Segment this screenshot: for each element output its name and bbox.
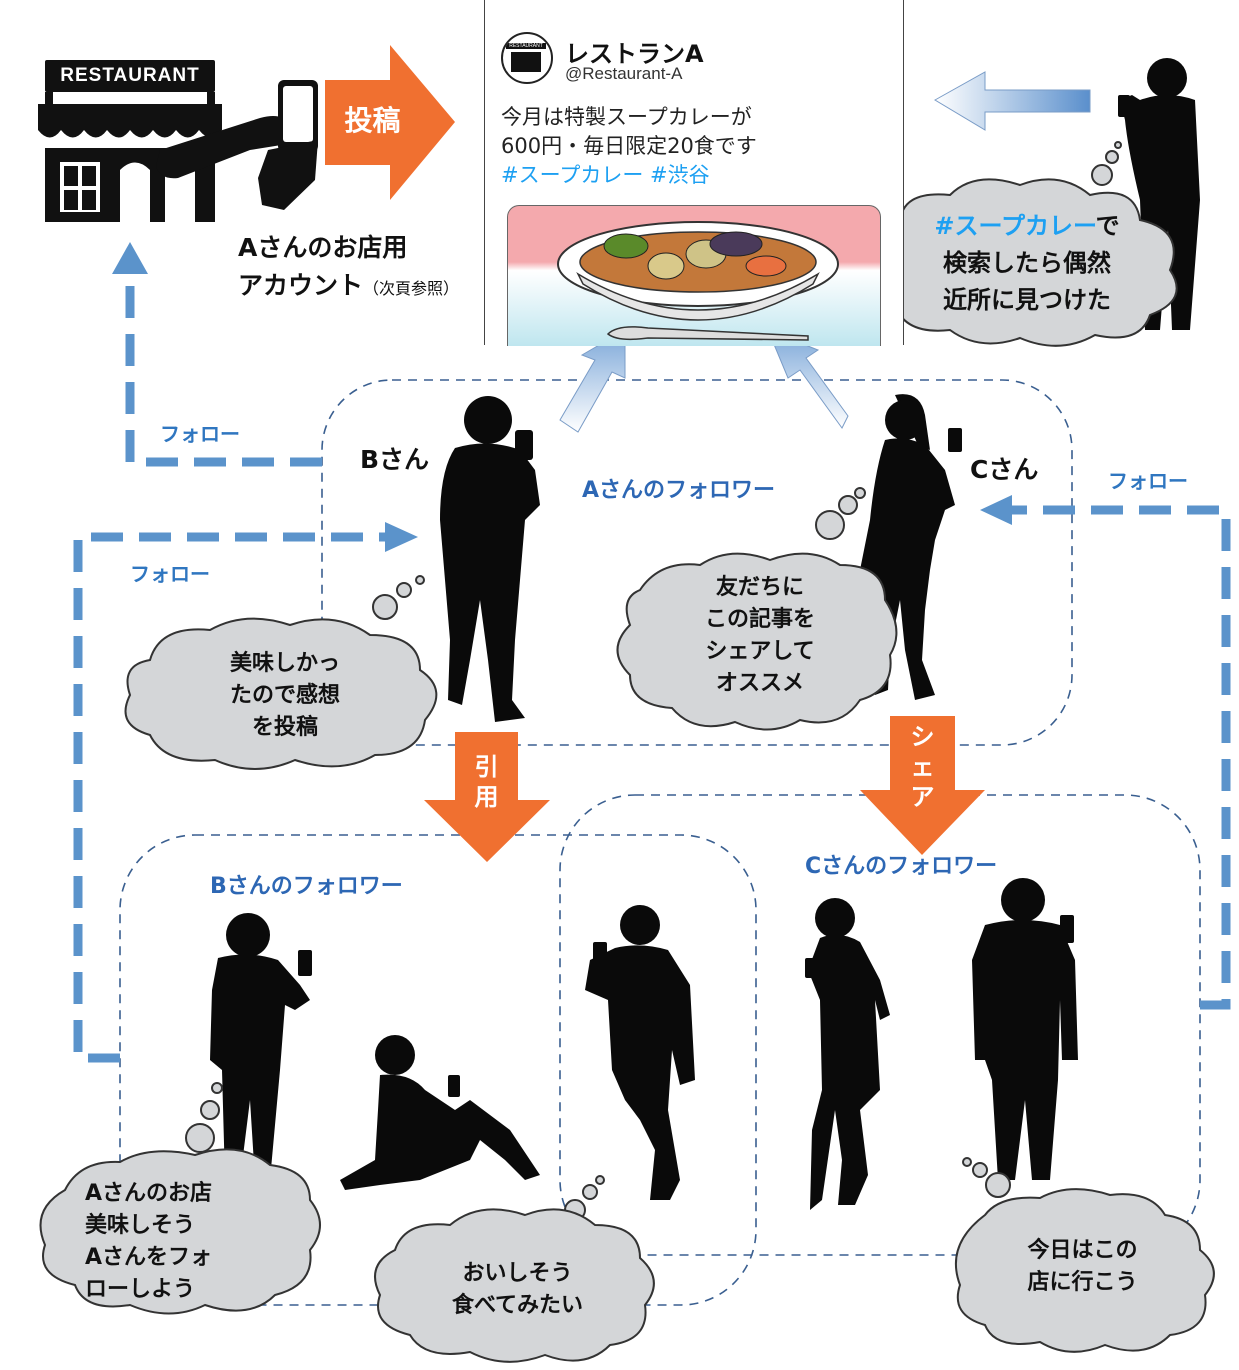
bubble-b-line: 美味しかっ [229, 651, 340, 676]
bubble-b-follower-1-text: Aさんのお店 美味しそう Aさんをフォ ローしよう [55, 1178, 300, 1306]
bubble-b-follower-2-line: おいしそう [462, 1261, 573, 1286]
share-label: シ ェ ア [890, 722, 955, 812]
bubble-b-follower-2-line: 食べてみたい [451, 1293, 584, 1318]
bubble-c-follower-1-line: 店に行こう [1027, 1270, 1138, 1295]
bubble-b-follower-1 [39, 1082, 321, 1315]
share-char: ェ [910, 753, 935, 781]
post-body: 今月は特製スープカレーが 600円・毎日限定20食です #スープカレー #渋谷 [501, 103, 757, 190]
bubble-c-line: シェアして [705, 639, 815, 664]
follow-line-bfollower-to-b [73, 532, 388, 1063]
avatar-badge-text: RESTAURANT [506, 43, 546, 49]
person-b-silhouette [440, 396, 540, 722]
bubble-c-follower-1-line: 今日はこの [1027, 1238, 1138, 1263]
account-note: （次頁参照） [363, 279, 460, 298]
quote-char: 用 [474, 783, 499, 811]
account-line-2: アカウント（次頁参照） [238, 266, 459, 302]
c-follower-2-silhouette [972, 878, 1078, 1180]
quote-char: 引 [474, 753, 499, 781]
bubble-b-line: たので感想 [229, 683, 340, 708]
searcher-bubble-line-1: #スープカレーで [912, 208, 1142, 245]
hand-phone-icon [156, 80, 318, 210]
quote-label: 引 用 [455, 752, 518, 812]
follow-label-1: フォロー [160, 422, 240, 446]
post-image[interactable] [507, 205, 881, 346]
searcher-bubble-text: #スープカレーで 検索したら偶然 近所に見つけた [912, 208, 1142, 319]
account-name[interactable]: レストランA [565, 40, 704, 68]
bubble-b-follower-1-line: ローしよう [85, 1277, 196, 1302]
quote-arrow [424, 732, 550, 862]
bubble-c-line: 友だちに [715, 575, 804, 600]
share-char: ア [910, 783, 935, 811]
person-b-label: Bさん [360, 445, 430, 474]
bubble-b-text: 美味しかっ たので感想 を投稿 [165, 648, 405, 744]
group-a-title: Aさんのフォロワー [582, 478, 776, 503]
bubble-c-line: この記事を [704, 607, 815, 632]
bubble-c [616, 487, 898, 731]
bubble-b [124, 575, 438, 770]
bubble-b-follower-1-line: 美味しそう [85, 1213, 196, 1238]
restaurant-sign-text: RESTAURANT [60, 65, 200, 86]
soup-curry-icon [557, 221, 839, 341]
account-label: アカウント [238, 271, 364, 300]
bubble-b-follower-1-line: Aさんをフォ [85, 1245, 213, 1270]
b-follower-1-silhouette [210, 913, 312, 1180]
follow-label-3: フォロー [1108, 469, 1188, 493]
searcher-bubble-line-3: 近所に見つけた [943, 286, 1111, 314]
search-arrow [934, 71, 1091, 131]
bubble-b-follower-2-text: おいしそう 食べてみたい [400, 1258, 635, 1322]
group-a-outline [321, 379, 1073, 746]
bubble-c-line: オススメ [715, 671, 804, 696]
b-up-arrow [559, 329, 626, 433]
bubble-c-follower-1-text: 今日はこの 店に行こう [975, 1235, 1190, 1299]
bubble-b-follower-1-line: Aさんのお店 [85, 1181, 213, 1206]
searcher-bubble-line-1-rest: で [1095, 212, 1120, 240]
b-follower-2-silhouette [340, 1035, 540, 1190]
searcher-bubble-line-2: 検索したら偶然 [943, 249, 1111, 277]
follow-line-cfollower-to-c [1010, 505, 1231, 1010]
b-follower-3-silhouette [585, 905, 695, 1200]
post-line-1: 今月は特製スープカレーが [501, 105, 752, 129]
post-card[interactable]: RESTAURANT レストランA @Restaurant-A 今月は特製スープ… [484, 0, 904, 346]
avatar-store-icon [511, 52, 541, 72]
follow-arrowhead-b [385, 522, 418, 552]
post-label: 投稿 [344, 104, 401, 137]
follow-line-b-to-store [125, 270, 322, 467]
account-handle[interactable]: @Restaurant-A [565, 64, 683, 83]
group-b-title: Bさんのフォロワー [210, 874, 403, 899]
share-char: シ [910, 723, 935, 751]
c-follower-1-silhouette [805, 898, 890, 1210]
group-c-title: Cさんのフォロワー [805, 854, 998, 879]
account-line-1: Aさんのお店用 [238, 233, 408, 262]
bubble-b-line: を投稿 [251, 715, 318, 740]
bubble-c-text: 友だちに この記事を シェアして オススメ [655, 572, 865, 700]
person-c-label: Cさん [970, 455, 1039, 484]
post-line-2: 600円・毎日限定20食です [501, 134, 757, 158]
post-hashtags[interactable]: #スープカレー #渋谷 [501, 163, 710, 187]
searcher-bubble-hashtag: #スープカレー [934, 212, 1096, 240]
avatar: RESTAURANT [501, 32, 553, 84]
share-arrow [860, 716, 985, 855]
post-arrow [325, 45, 455, 200]
follow-arrowhead-store [112, 242, 148, 274]
searcher-silhouette [1118, 58, 1200, 330]
follow-arrowhead-c [980, 495, 1012, 525]
bubble-c-follower-1 [954, 1157, 1215, 1353]
bubble-b-follower-2 [374, 1175, 655, 1363]
follow-label-2: フォロー [130, 562, 210, 586]
